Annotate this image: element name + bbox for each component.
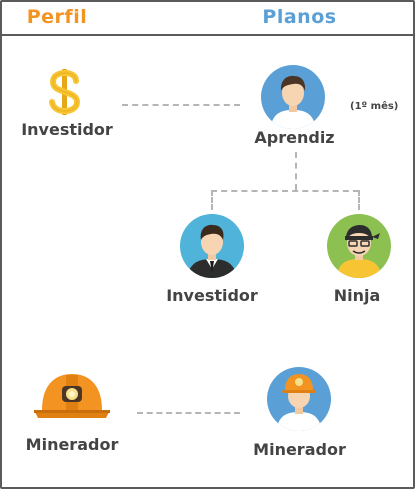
header-divider xyxy=(2,34,413,36)
connector-minerador-minerador xyxy=(137,412,240,414)
miner-avatar-icon xyxy=(267,367,331,431)
perfil-investidor-label: Investidor xyxy=(21,120,113,139)
miner-helmet-icon xyxy=(34,374,110,418)
perfil-minerador-label: Minerador xyxy=(25,435,119,454)
apprentice-avatar-icon xyxy=(261,65,325,129)
connector-branch-horizontal xyxy=(211,190,359,192)
connector-branch-left xyxy=(211,190,213,210)
planos-header: Planos xyxy=(262,6,337,28)
aprendiz-note: (1º mês) xyxy=(350,101,399,112)
perfil-header: Perfil xyxy=(26,6,88,28)
businessman-avatar-icon xyxy=(180,214,244,278)
plano-ninja-label: Ninja xyxy=(333,286,381,305)
connector-investidor-aprendiz xyxy=(122,104,240,106)
plano-aprendiz-label: Aprendiz xyxy=(254,128,335,147)
ninja-avatar-icon xyxy=(327,214,391,278)
connector-aprendiz-down xyxy=(295,152,297,190)
plano-investidor-label: Investidor xyxy=(166,286,258,305)
connector-branch-right xyxy=(358,190,360,210)
dollar-icon xyxy=(49,69,81,115)
plano-minerador-label: Minerador xyxy=(253,440,346,459)
